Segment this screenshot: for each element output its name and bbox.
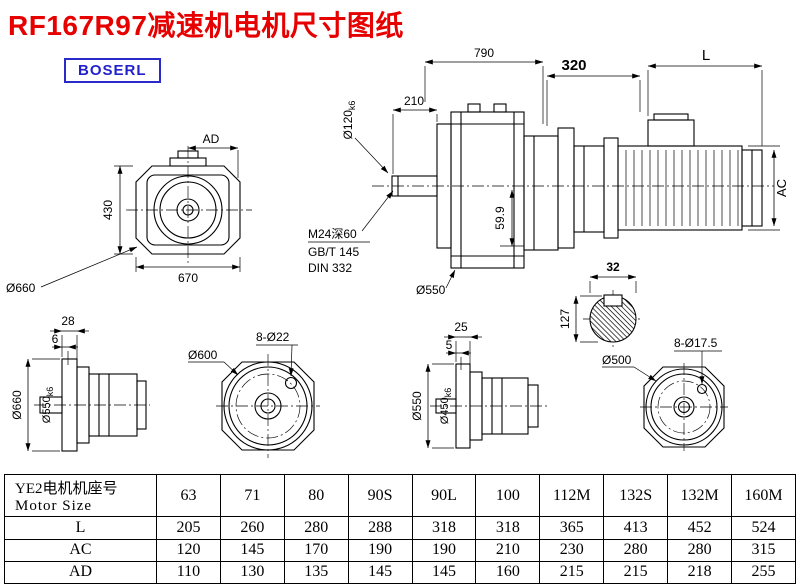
table-cell: 110	[156, 560, 221, 585]
row-label: L	[4, 516, 157, 540]
table-cell: 318	[475, 516, 541, 540]
dim-28-label: 28	[61, 314, 75, 328]
table-cell: 190	[411, 538, 477, 562]
technical-drawing: AD 430 670 Ø660	[6, 46, 789, 458]
col-header: 112M	[539, 473, 605, 518]
table-cell: 170	[283, 538, 349, 562]
flange-side-view-small: 25 5 Ø550 Ø450k6	[410, 320, 550, 449]
flange-front-view-small: Ø500 8-Ø17.5	[602, 336, 728, 451]
table-header-motor-size: YE2电机机座号 Motor Size	[4, 473, 157, 518]
dim-8x17-label: 8-Ø17.5	[674, 336, 718, 350]
dim-320-label: 320	[561, 57, 586, 74]
motor-size-label-en: Motor Size	[15, 497, 93, 514]
table-cell: 315	[731, 538, 796, 562]
table-cell: 318	[411, 516, 477, 540]
row-label: AC	[4, 538, 157, 562]
dim-b1-550k6-label: Ø550k6	[41, 387, 55, 423]
front-view: AD 430 670 Ø660	[6, 132, 252, 295]
col-header: 71	[219, 473, 285, 518]
flange-side-view-large: 28 6 Ø660 Ø550k6	[10, 314, 150, 452]
motor-dimensions: 320 L AC	[546, 47, 789, 231]
table-cell: 452	[667, 516, 733, 540]
table-cell: 365	[539, 516, 605, 540]
col-header: 63	[156, 473, 221, 518]
col-header: 132M	[667, 473, 733, 518]
col-header: 80	[283, 473, 349, 518]
dim-660-label: Ø660	[6, 281, 36, 295]
dim-ad-label: AD	[203, 132, 220, 146]
shaft-key-section: 32 127	[558, 260, 643, 348]
din-standard-label: DIN 332	[308, 261, 352, 275]
table-cell: 145	[219, 538, 285, 562]
col-header: 160M	[731, 473, 796, 518]
table-cell: 205	[156, 516, 221, 540]
table-cell: 190	[347, 538, 413, 562]
table-cell: 145	[411, 560, 477, 585]
table-cell: 215	[539, 560, 605, 585]
side-view: 790 210 Ø120k6 M24深60 GB/T 145 DIN 332 5…	[308, 46, 774, 297]
row-label: AD	[4, 560, 157, 585]
dim-670-label: 670	[178, 271, 198, 285]
dim-6-label: 6	[52, 332, 59, 346]
table-cell: 413	[603, 516, 669, 540]
table-cell: 255	[731, 560, 796, 585]
dim-550-body-label: Ø550	[416, 283, 446, 297]
dim-b3-450k6-label: Ø450k6	[439, 388, 453, 424]
dim-790-label: 790	[474, 46, 494, 60]
table-cell: 260	[219, 516, 285, 540]
dim-430-label: 430	[101, 200, 115, 220]
table-cell: 120	[156, 538, 221, 562]
thread-spec-label: M24深60	[308, 227, 357, 241]
dim-8x22-label: 8-Ø22	[256, 330, 290, 344]
col-header: 132S	[603, 473, 669, 518]
table-cell: 218	[667, 560, 733, 585]
dim-210-label: 210	[404, 94, 424, 108]
table-cell: 210	[475, 538, 541, 562]
dim-32-label: 32	[606, 260, 620, 274]
dim-5-label: 5	[446, 338, 453, 352]
col-header: 90S	[347, 473, 413, 518]
table-cell: 524	[731, 516, 796, 540]
col-header: 90L	[411, 473, 477, 518]
table-cell: 135	[283, 560, 349, 585]
dim-b1-660-label: Ø660	[10, 390, 24, 420]
motor-size-table: YE2电机机座号 Motor Size 63 71 80 90S 90L 100…	[4, 473, 796, 585]
col-header: 100	[475, 473, 541, 518]
dim-127-label: 127	[558, 309, 572, 329]
dim-ac-label: AC	[774, 179, 789, 197]
table-cell: 160	[475, 560, 541, 585]
motor-size-label-cn: YE2电机机座号	[15, 480, 118, 497]
table-cell: 280	[603, 538, 669, 562]
flange-front-view-large: Ø600 8-Ø22	[188, 330, 320, 458]
table-cell: 230	[539, 538, 605, 562]
dim-59-9-label: 59.9	[493, 206, 507, 230]
table-cell: 215	[603, 560, 669, 585]
dim-500-label: Ø500	[602, 353, 632, 367]
table-cell: 145	[347, 560, 413, 585]
dim-b3-550-label: Ø550	[410, 391, 424, 421]
table-cell: 130	[219, 560, 285, 585]
table-cell: 280	[283, 516, 349, 540]
brand-logo: BOSERL	[64, 58, 161, 83]
dim-25-label: 25	[454, 320, 468, 334]
gb-standard-label: GB/T 145	[308, 245, 359, 259]
dim-l-label: L	[702, 47, 710, 64]
table-cell: 280	[667, 538, 733, 562]
dim-shaft-diameter-label: Ø120k6	[341, 101, 357, 140]
page-title: RF167R97减速机电机尺寸图纸	[8, 10, 404, 41]
table-cell: 288	[347, 516, 413, 540]
dim-600-label: Ø600	[188, 348, 218, 362]
